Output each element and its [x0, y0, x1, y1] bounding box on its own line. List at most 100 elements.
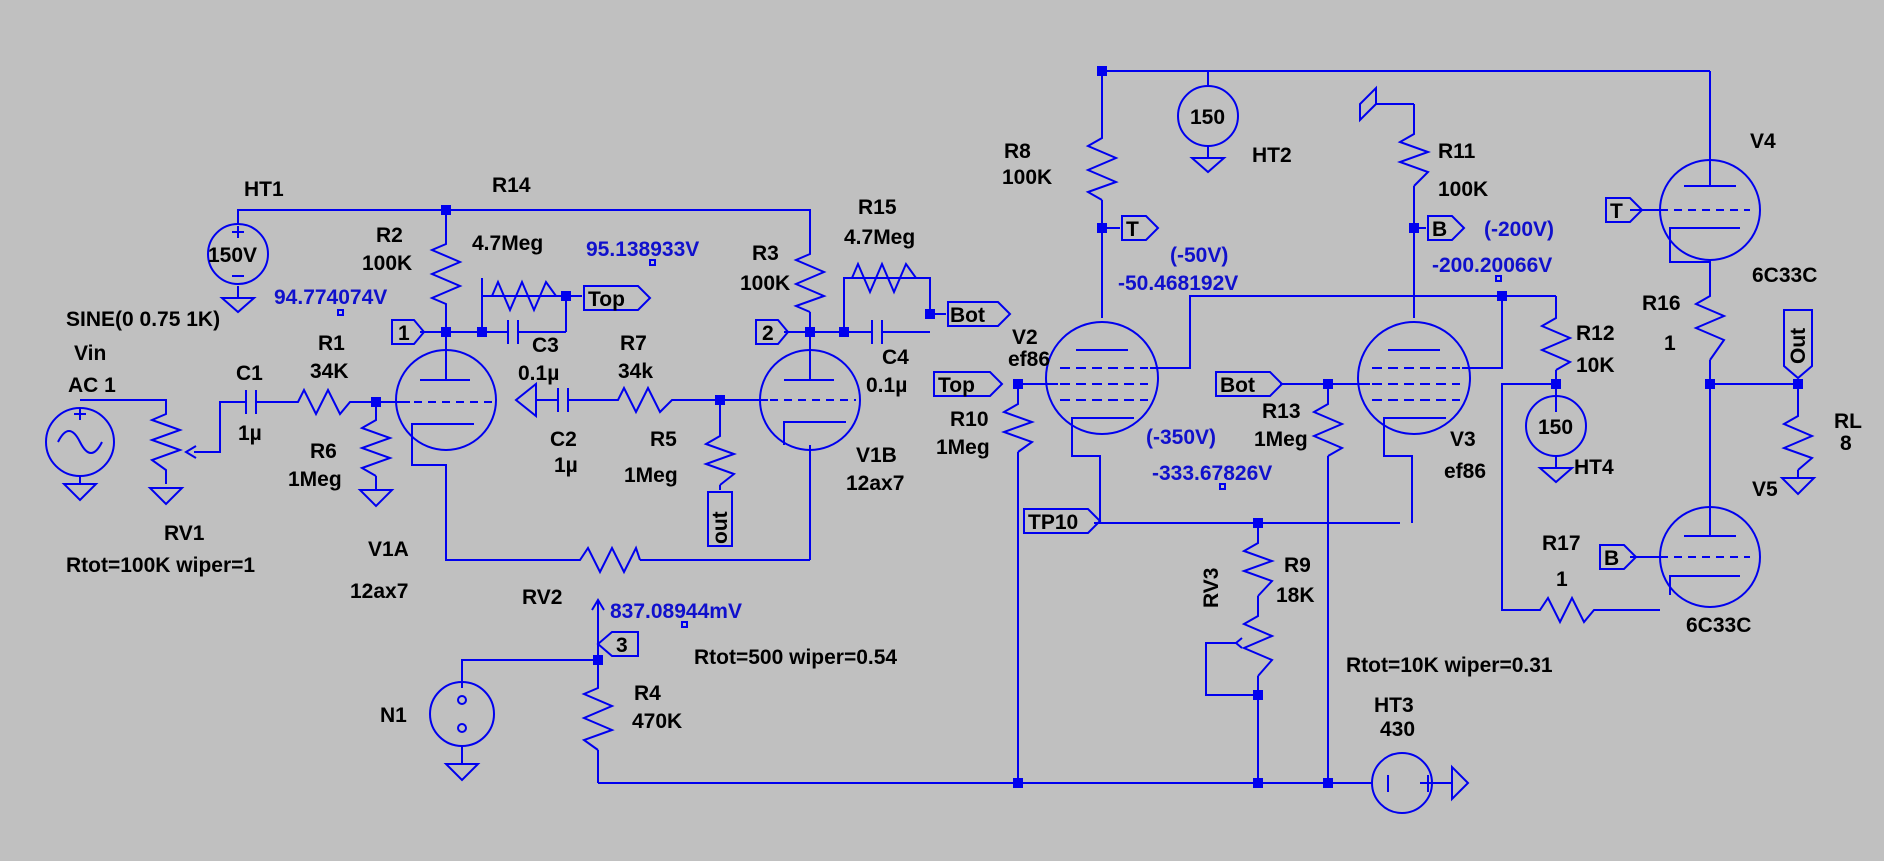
label-r14: R14	[492, 174, 531, 197]
grounds	[147, 85, 1817, 508]
label-r3-value: 100K	[740, 272, 790, 295]
label-ht4: HT4	[1574, 456, 1614, 479]
resistor-rv3	[1241, 610, 1275, 677]
resistor-r8	[1085, 130, 1119, 201]
resistor-r11	[1397, 128, 1431, 187]
setpoint-350: (-350V)	[1146, 426, 1216, 449]
svg-text:1: 1	[398, 322, 410, 345]
label-r17-value: 1	[1556, 568, 1568, 591]
tube-v1a	[395, 349, 497, 451]
label-c3: C3	[532, 334, 559, 357]
capacitor-c2	[557, 388, 578, 412]
flag-node-2: 2	[755, 319, 790, 345]
flag-top-1: Top	[583, 285, 652, 311]
resistors	[80, 128, 1815, 751]
label-v4: V4	[1750, 130, 1776, 153]
label-v3: V3	[1450, 428, 1476, 451]
svg-text:Top: Top	[938, 374, 975, 397]
voltage-200-20066: -200.20066V	[1432, 254, 1552, 277]
label-c2: C2	[550, 428, 577, 451]
label-rv3-value: Rtot=10K wiper=0.31	[1346, 654, 1553, 677]
resistor-r6	[359, 414, 393, 477]
label-r8-value: 100K	[1002, 166, 1052, 189]
label-r14-value: 4.7Meg	[472, 232, 543, 255]
label-r7-value: 34k	[618, 360, 653, 383]
resistor-r3	[793, 248, 827, 313]
label-sine: SINE(0 0.75 1K)	[66, 308, 220, 331]
tube-v5	[1659, 500, 1761, 608]
tube-v3	[1357, 321, 1471, 440]
label-ht3-value: 430	[1380, 718, 1415, 741]
ground-c2	[514, 381, 537, 419]
resistor-r16	[1693, 290, 1727, 361]
resistor-rv2	[576, 545, 641, 575]
resistor-r1	[292, 387, 358, 417]
source-n1	[429, 681, 495, 782]
net-flags: Top Bot Top Bot T B T B	[391, 197, 1813, 657]
label-c2-value: 1µ	[554, 454, 578, 477]
capacitor-c1	[245, 390, 262, 414]
ground-rv1	[147, 487, 185, 506]
resistor-r14	[482, 279, 566, 313]
tube-v1b	[759, 349, 861, 451]
resistor-r12	[1539, 312, 1573, 371]
svg-text:T: T	[1610, 200, 1623, 223]
label-r9-value: 18K	[1276, 584, 1315, 607]
resistor-rl	[1781, 410, 1815, 471]
label-r16-value: 1	[1664, 332, 1676, 355]
label-rv1: RV1	[164, 522, 205, 545]
resistor-r10	[1001, 398, 1035, 453]
voltage-333-67826: -333.67826V	[1152, 462, 1272, 485]
label-r9: R9	[1284, 554, 1311, 577]
label-rv1-value: Rtot=100K wiper=1	[66, 554, 255, 577]
label-r17: R17	[1542, 532, 1581, 555]
label-v1a: V1A	[368, 538, 409, 561]
tubes	[395, 159, 1761, 608]
label-r15: R15	[858, 196, 897, 219]
setpoint-50: (-50V)	[1170, 244, 1228, 267]
label-r3: R3	[752, 242, 779, 265]
voltage-50-468192: -50.468192V	[1118, 272, 1238, 295]
source-ht4	[1525, 395, 1587, 484]
label-r2: R2	[376, 224, 403, 247]
label-n1: N1	[380, 704, 407, 727]
label-ht1: HT1	[244, 178, 284, 201]
source-ht2	[1177, 85, 1239, 174]
label-r4-value: 470K	[632, 710, 682, 733]
label-r13: R13	[1262, 400, 1301, 423]
resistor-r15	[844, 261, 930, 295]
tube-v2	[1045, 321, 1159, 440]
ground-r6	[357, 489, 395, 508]
label-r6-value: 1Meg	[288, 468, 342, 491]
flag-tp10: TP10	[1023, 508, 1102, 534]
label-ht1-value: 150V	[208, 244, 257, 267]
svg-text:B: B	[1604, 547, 1619, 570]
label-r12-value: 10K	[1576, 354, 1615, 377]
svg-text:Bot: Bot	[950, 304, 985, 327]
label-ht4-value: 150	[1538, 416, 1573, 439]
label-r1: R1	[318, 332, 345, 355]
resistor-r9	[1241, 537, 1275, 597]
ground-rl	[1779, 477, 1817, 496]
label-r12: R12	[1576, 322, 1615, 345]
label-r13-value: 1Meg	[1254, 428, 1308, 451]
label-ht2: HT2	[1252, 144, 1292, 167]
flag-t-1: T	[1121, 215, 1160, 241]
label-rv2: RV2	[522, 586, 562, 609]
label-r10-value: 1Meg	[936, 436, 990, 459]
svg-text:Out: Out	[1787, 328, 1810, 364]
flag-node-3: 3	[596, 631, 639, 657]
ground-r11	[1359, 85, 1414, 123]
label-vin: Vin	[74, 342, 106, 365]
label-rv2-value: Rtot=500 wiper=0.54	[694, 646, 897, 669]
label-v1a-type: 12ax7	[350, 580, 408, 603]
flag-bot-1: Bot	[947, 301, 1012, 327]
label-c4: C4	[882, 346, 909, 369]
label-rv3: RV3	[1200, 568, 1223, 608]
label-c1: C1	[236, 362, 263, 385]
resistor-r7	[612, 385, 680, 415]
label-v2: V2	[1012, 326, 1038, 349]
probe-markers	[337, 259, 1502, 628]
label-rl-value: 8	[1840, 432, 1852, 455]
